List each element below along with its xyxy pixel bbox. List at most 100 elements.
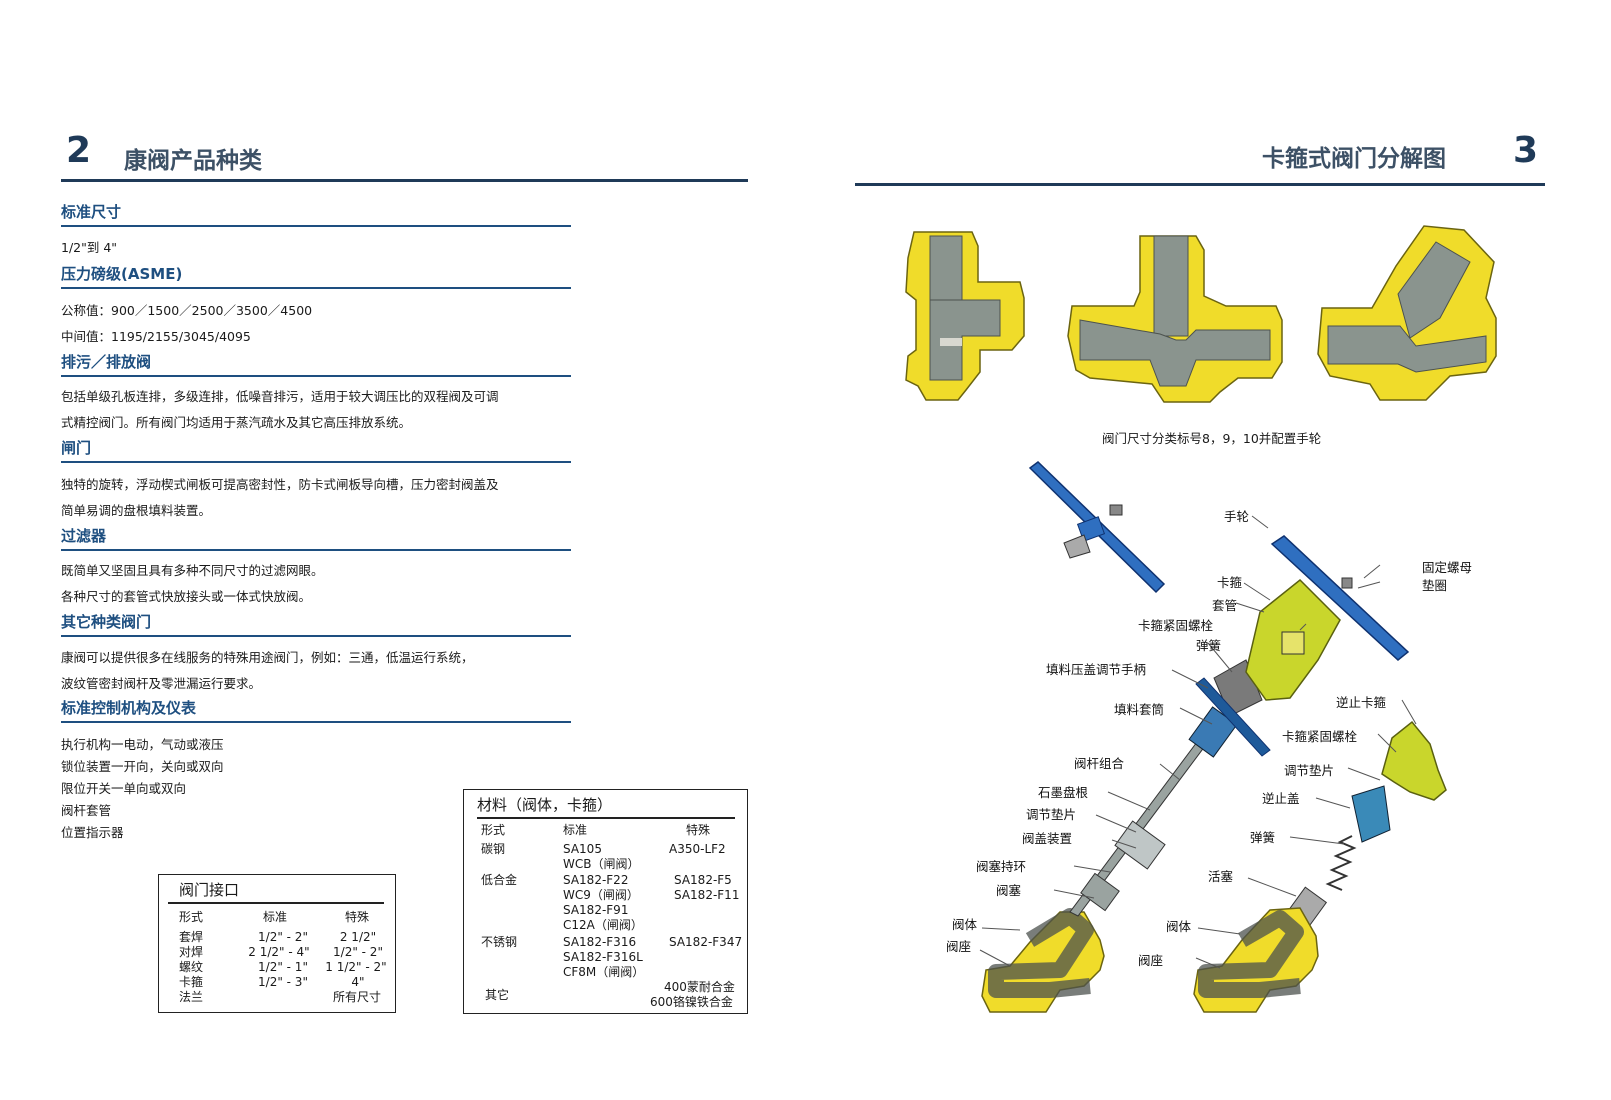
title-rule-right — [855, 183, 1545, 186]
section-standard-size: 标准尺寸 — [61, 202, 571, 227]
label-seat: 阀座 — [946, 939, 972, 954]
table-cell: SA182-F91 — [563, 903, 629, 917]
label-packing-sleeve: 填料套筒 — [1114, 702, 1165, 717]
list-item: 锁位装置一开向，关向或双向 — [61, 759, 224, 774]
body-text: 式精控阀门。所有阀门均适用于蒸汽疏水及其它高压排放系统。 — [61, 415, 412, 430]
check-clamp — [1381, 720, 1447, 801]
table-title: 阀门接口 — [179, 881, 240, 899]
table-cell: 螺纹 — [179, 960, 204, 974]
body-text: 波纹管密封阀杆及零泄漏运行要求。 — [61, 676, 262, 691]
body-text: 既简单又坚固且具有多种不同尺寸的过滤网眼。 — [61, 563, 324, 578]
body-text: 独特的旋转，浮动楔式闸板可提高密封性，防卡式闸板导向槽，压力密封阀盖及 — [61, 477, 499, 492]
list-item: 限位开关一单向或双向 — [61, 781, 187, 796]
label-body: 阀体 — [952, 917, 978, 932]
table-cell: 1/2" - 2" — [258, 930, 308, 944]
material-table: 材料（阀体，卡箍） 形式 标准 特殊 碳钢 SA105 WCB（闸阀） A350… — [463, 789, 748, 1014]
label-stem-assembly: 阀杆组合 — [1074, 756, 1125, 771]
label-disc: 阀塞 — [996, 883, 1022, 898]
table-cell: SA105 — [563, 842, 602, 856]
page-number-right: 3 — [1513, 130, 1539, 171]
title-rule-left — [61, 179, 748, 182]
label-disc-retainer: 阀塞持环 — [976, 859, 1027, 874]
label-seat-2: 阀座 — [1138, 953, 1164, 968]
leader-lines — [979, 515, 1417, 969]
section-heading: 排污／排放阀 — [61, 353, 152, 371]
figure-caption: 阀门尺寸分类标号8，9，10并配置手轮 — [1102, 431, 1322, 446]
table-cell: SA182-F11 — [674, 888, 740, 902]
table-cell: 其它 — [485, 988, 510, 1002]
label-adjust-shim: 调节垫片 — [1026, 807, 1077, 822]
valve-section-1 — [905, 231, 1025, 401]
table-cell: 低合金 — [481, 873, 518, 887]
label-check-cover: 逆止盖 — [1262, 791, 1300, 806]
section-heading: 标准尺寸 — [61, 203, 122, 221]
valve-section-3 — [1317, 225, 1497, 401]
spring-right — [1325, 835, 1357, 891]
label-handwheel: 手轮 — [1224, 509, 1250, 524]
section-strainer: 过滤器 — [61, 526, 571, 551]
table-header: 形式 — [481, 823, 506, 837]
valve-section-2 — [1067, 235, 1283, 403]
page-title-right: 卡箍式阀门分解图 — [1262, 146, 1446, 172]
table-header: 特殊 — [686, 823, 711, 837]
label-spring-2: 弹簧 — [1250, 830, 1276, 845]
label-lock-nut: 固定螺母 — [1422, 560, 1473, 575]
handwheel-right — [1270, 535, 1410, 661]
label-clamp-bolt: 卡箍紧固螺栓 — [1138, 618, 1214, 633]
section-controls: 标准控制机构及仪表 — [61, 698, 571, 723]
page-number-left: 2 — [66, 130, 92, 171]
label-bonnet-assembly: 阀盖装置 — [1022, 831, 1073, 846]
table-cell: 不锈钢 — [481, 935, 518, 949]
table-cell: 2 1/2" — [339, 930, 377, 944]
handwheel-left — [1028, 461, 1166, 594]
valve-body-left — [981, 908, 1105, 1013]
section-heading: 过滤器 — [61, 527, 107, 545]
table-cell: CF8M（闸阀） — [563, 965, 645, 979]
list-item: 阀杆套管 — [61, 803, 112, 818]
table-cell: 1/2" - 2" — [333, 945, 383, 959]
label-body-2: 阀体 — [1166, 919, 1192, 934]
table-title: 材料（阀体，卡箍） — [477, 796, 613, 814]
table-cell: 套焊 — [179, 930, 204, 944]
section-heading: 压力磅级(ASME) — [61, 265, 183, 283]
table-cell: SA182-F5 — [674, 873, 732, 887]
section-pressure-class: 压力磅级(ASME) — [61, 264, 571, 289]
connection-table: 阀门接口 形式 标准 特殊 套焊 1/2" - 2" 2 1/2" 对焊 2 1… — [158, 874, 396, 1013]
label-spring: 弹簧 — [1196, 638, 1222, 653]
body-text: 中间值：1195/2155/3045/4095 — [61, 329, 251, 344]
table-cell: 所有尺寸 — [332, 990, 381, 1004]
table-header: 标准 — [563, 823, 588, 837]
section-blowdown: 排污／排放阀 — [61, 352, 571, 377]
list-item: 执行机构一电动，气动或液压 — [61, 737, 224, 752]
valve-body-right — [1193, 907, 1319, 1013]
table-cell: 卡箍 — [179, 975, 204, 989]
label-adjust-shim-2: 调节垫片 — [1284, 763, 1335, 778]
table-header: 标准 — [263, 910, 288, 924]
clamp-left — [1245, 578, 1341, 701]
body-text: 1/2"到 4" — [61, 240, 118, 255]
label-piston: 活塞 — [1208, 869, 1234, 884]
table-cell: 600铬镍铁合金 — [650, 995, 733, 1009]
body-text: 各种尺寸的套管式快放接头或一体式快放阀。 — [61, 589, 312, 604]
table-cell: WC9（闸阀） — [563, 888, 639, 902]
table-cell: 4" — [351, 975, 365, 989]
table-cell: C12A（闸阀） — [563, 918, 643, 932]
body-text: 包括单级孔板连排，多级连排，低噪音排污，适用于较大调压比的双程阀及可调 — [61, 389, 499, 404]
stem-assembly-left — [1069, 659, 1271, 917]
check-cover — [1351, 785, 1391, 843]
table-cell: 对焊 — [179, 945, 204, 959]
label-sleeve: 套管 — [1212, 598, 1238, 613]
table-header: 形式 — [179, 910, 204, 924]
table-cell: 法兰 — [179, 990, 204, 1004]
label-clamp: 卡箍 — [1217, 575, 1243, 590]
body-text: 简单易调的盘根填料装置。 — [61, 503, 212, 518]
label-washer: 垫圈 — [1422, 578, 1448, 593]
body-text: 公称值：900／1500／2500／3500／4500 — [61, 303, 313, 318]
table-header: 特殊 — [345, 910, 370, 924]
section-other-valves: 其它种类阀门 — [61, 612, 571, 637]
label-check-clamp: 逆止卡箍 — [1336, 695, 1387, 710]
table-cell: WCB（闸阀） — [563, 857, 640, 871]
section-heading: 闸门 — [61, 439, 92, 457]
label-graphite-packing: 石墨盘根 — [1038, 785, 1089, 800]
